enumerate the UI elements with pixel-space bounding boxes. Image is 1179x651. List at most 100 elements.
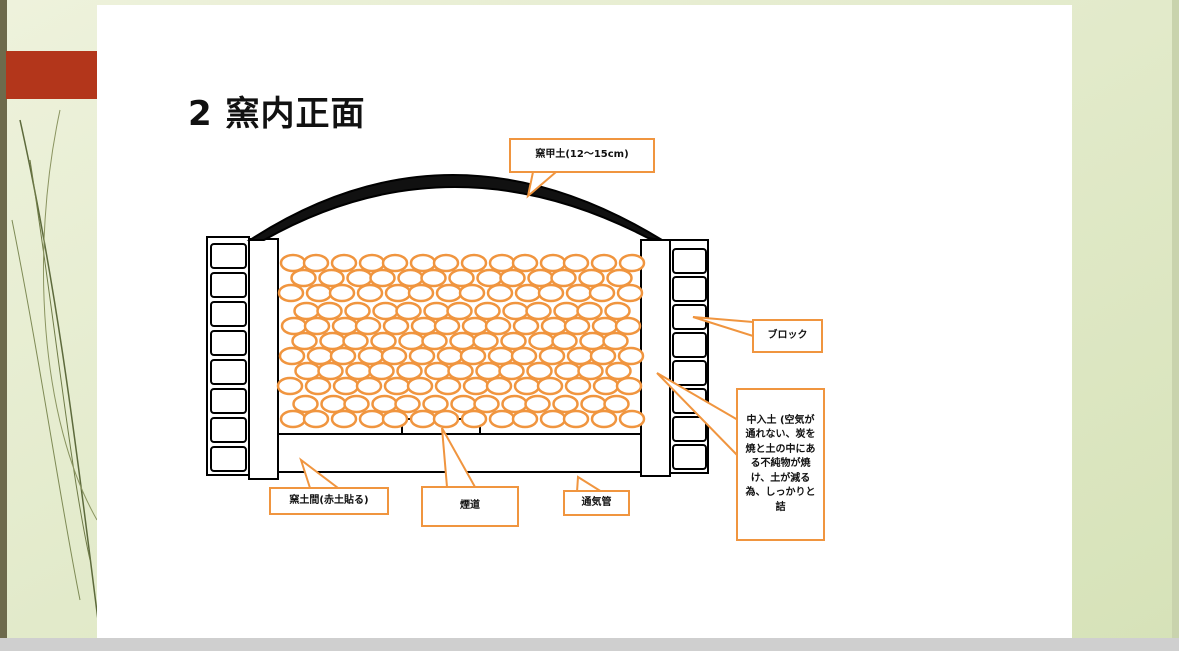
log-end bbox=[432, 409, 460, 429]
log-end bbox=[280, 316, 308, 336]
log-end bbox=[564, 376, 592, 396]
charcoal-log-stack bbox=[276, 253, 646, 429]
log-end bbox=[618, 409, 646, 429]
log-end bbox=[617, 346, 645, 366]
log-end bbox=[510, 346, 538, 366]
log-end bbox=[488, 253, 516, 273]
slide-title: 2 窯内正面 bbox=[188, 94, 366, 134]
left-edge-strip bbox=[0, 0, 7, 638]
log-end bbox=[303, 316, 331, 336]
log-end bbox=[383, 376, 411, 396]
log-end bbox=[423, 301, 450, 321]
log-end bbox=[580, 394, 607, 414]
middle-soil-label: 中入土 (空気が通れない、炭を焼と土の中にある不純物が焼け、土が減る為、しっかり… bbox=[736, 388, 825, 541]
brick bbox=[672, 304, 707, 330]
brick bbox=[210, 446, 247, 472]
log-end bbox=[369, 268, 396, 288]
log-end bbox=[606, 268, 633, 288]
log-end bbox=[473, 394, 500, 414]
brick bbox=[210, 388, 247, 414]
log-end bbox=[356, 283, 384, 303]
log-end bbox=[511, 409, 539, 429]
log-end bbox=[576, 301, 603, 321]
log-end bbox=[294, 361, 321, 381]
log-end bbox=[459, 346, 487, 366]
log-end bbox=[306, 346, 334, 366]
log-end bbox=[528, 331, 555, 351]
log-end bbox=[605, 361, 632, 381]
brick bbox=[210, 301, 247, 327]
title-accent-bar bbox=[6, 51, 98, 99]
log-end bbox=[434, 376, 462, 396]
log-end bbox=[343, 394, 370, 414]
log-end bbox=[562, 409, 590, 429]
log-end bbox=[396, 361, 423, 381]
log-end bbox=[331, 316, 359, 336]
log-end bbox=[562, 253, 590, 273]
log-end bbox=[552, 394, 579, 414]
log-end bbox=[305, 283, 333, 303]
log-end bbox=[328, 283, 356, 303]
log-end bbox=[382, 316, 410, 336]
log-end bbox=[449, 331, 476, 351]
log-end bbox=[279, 253, 307, 273]
log-end bbox=[501, 394, 528, 414]
brick bbox=[672, 444, 707, 470]
brick bbox=[210, 330, 247, 356]
log-end bbox=[498, 361, 525, 381]
log-end bbox=[616, 283, 644, 303]
log-end bbox=[318, 268, 345, 288]
log-end bbox=[563, 316, 591, 336]
log-end bbox=[345, 361, 372, 381]
log-end bbox=[447, 361, 474, 381]
kiln-dome-arch bbox=[246, 174, 663, 241]
log-end bbox=[539, 253, 567, 273]
log-end bbox=[292, 394, 319, 414]
log-end bbox=[525, 301, 552, 321]
log-end bbox=[408, 346, 436, 366]
log-end bbox=[409, 253, 437, 273]
log-end bbox=[536, 376, 564, 396]
right-edge-strip bbox=[1172, 0, 1179, 638]
log-end bbox=[397, 268, 424, 288]
log-end bbox=[551, 331, 578, 351]
log-end bbox=[603, 394, 630, 414]
log-end bbox=[500, 331, 527, 351]
log-end bbox=[357, 346, 385, 366]
right-inner-wall bbox=[640, 239, 671, 477]
log-end bbox=[436, 346, 464, 366]
log-end bbox=[290, 268, 317, 288]
log-end bbox=[527, 268, 554, 288]
log-end bbox=[358, 409, 386, 429]
log-end bbox=[614, 316, 642, 336]
log-end bbox=[277, 283, 305, 303]
log-end bbox=[332, 376, 360, 396]
left-brick-column bbox=[206, 236, 250, 476]
log-end bbox=[329, 346, 357, 366]
log-end bbox=[460, 253, 488, 273]
log-end bbox=[276, 376, 304, 396]
log-end bbox=[476, 268, 503, 288]
log-end bbox=[602, 331, 629, 351]
left-inner-wall bbox=[248, 238, 279, 480]
vent-pipe-label: 通気管 bbox=[563, 490, 630, 516]
log-end bbox=[394, 394, 421, 414]
bottom-scroll-bar[interactable] bbox=[0, 638, 1179, 651]
log-end bbox=[293, 301, 320, 321]
log-end bbox=[410, 316, 438, 336]
log-end bbox=[553, 301, 580, 321]
log-end bbox=[588, 283, 616, 303]
log-end bbox=[346, 268, 373, 288]
log-end bbox=[320, 394, 347, 414]
log-end bbox=[422, 394, 449, 414]
log-end bbox=[579, 331, 606, 351]
log-end bbox=[302, 253, 330, 273]
brick bbox=[672, 248, 707, 274]
brick bbox=[210, 417, 247, 443]
log-end bbox=[524, 394, 551, 414]
brick bbox=[210, 359, 247, 385]
log-end bbox=[372, 301, 399, 321]
log-end bbox=[578, 268, 605, 288]
log-end bbox=[537, 283, 565, 303]
